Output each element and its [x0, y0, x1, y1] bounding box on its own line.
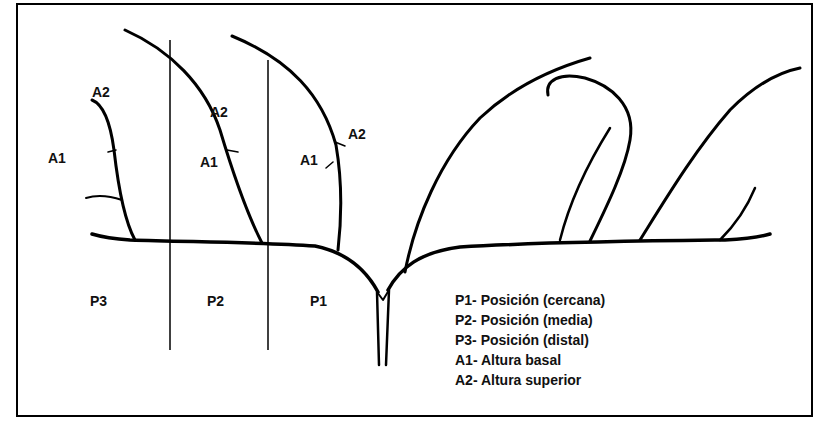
height-label: A2: [210, 104, 228, 120]
shoot-p1: [232, 36, 341, 250]
position-label: P3: [90, 293, 107, 309]
frame: [17, 4, 812, 416]
height-label: A1: [300, 152, 318, 168]
height-label: A1: [48, 150, 66, 166]
position-divider: [169, 40, 171, 350]
key-text: P1- Posición (cercana): [455, 292, 605, 308]
height-tick: [108, 142, 345, 168]
position-divider: [267, 60, 269, 350]
shoot-right-4: [640, 68, 800, 240]
spur-p3: [86, 196, 122, 200]
position-label: P1: [310, 293, 327, 309]
key-text: P2- Posición (media): [455, 312, 593, 328]
left-cordon: [92, 234, 378, 292]
position-label: P2: [207, 293, 224, 309]
trunk: [377, 290, 389, 365]
key-text: P3- Posición (distal): [455, 332, 589, 348]
shoot-p2: [125, 30, 262, 243]
key-text: A2- Altura superior: [455, 372, 581, 388]
right-cordon: [388, 234, 770, 290]
height-label: A1: [200, 154, 218, 170]
height-label: A2: [348, 126, 366, 142]
shoot-right-5: [720, 188, 755, 240]
shoot-right-3: [560, 128, 610, 240]
height-label: A2: [92, 84, 110, 100]
shoot-p3: [92, 100, 135, 240]
shoot-right-2: [548, 76, 631, 241]
key-text: A1- Altura basal: [455, 352, 561, 368]
shoot-right-1: [405, 58, 590, 272]
